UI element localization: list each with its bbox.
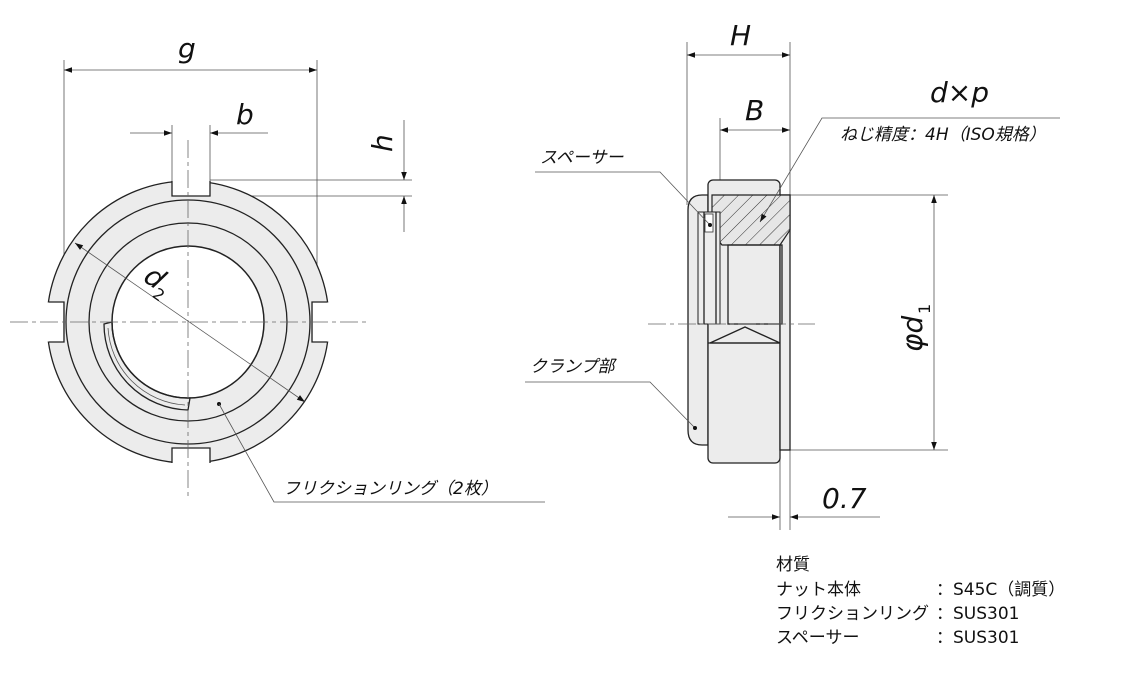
label-friction-ring: フリクションリング（2枚）: [283, 479, 498, 499]
material-table: 材質 ナット本体 ：S45C（調質） フリクションリング ：SUS301 スペー…: [776, 555, 1065, 648]
material-value-0: ：S45C（調質）: [936, 580, 1065, 600]
clamp-leader: [525, 381, 696, 429]
dim-dxp: d×p: [930, 76, 989, 109]
dim-B: B: [745, 94, 764, 127]
label-spacer: スペーサー: [540, 148, 624, 168]
thread-section-hatch: [711, 194, 791, 246]
material-part-2: スペーサー: [776, 628, 859, 648]
spacer-leader: [535, 171, 711, 226]
material-part-0: ナット本体: [776, 580, 861, 600]
dim-d1-subscript: 1: [915, 304, 934, 314]
side-view: H B d×p ねじ精度：4H（ISO規格） スペーサー クランプ部 φd 1 …: [525, 19, 1060, 530]
dim-gap: 0.7: [822, 482, 867, 515]
dim-H: H: [730, 19, 751, 52]
clamp-leader-dot: [693, 426, 697, 430]
dim-b: b: [236, 98, 254, 131]
material-title: 材質: [776, 555, 810, 575]
dim-phi-d1: φd: [896, 316, 929, 352]
dim-g: g: [178, 32, 196, 65]
friction-ring-leader: [218, 403, 545, 503]
label-thread-accuracy: ねじ精度：4H（ISO規格）: [840, 125, 1046, 145]
front-view: g b h d 2 フリクションリング（2枚）: [10, 32, 545, 503]
dim-h: h: [366, 134, 399, 152]
thread-leader: [759, 117, 1060, 223]
material-part-1: フリクションリング: [776, 604, 929, 624]
spacer-leader-dot: [708, 223, 712, 227]
label-clamp: クランプ部: [530, 357, 617, 377]
spacer-pin: [704, 213, 714, 233]
material-value-2: ：SUS301: [936, 628, 1019, 648]
material-value-1: ：SUS301: [936, 604, 1019, 624]
d2-dimension-line: [74, 242, 306, 403]
